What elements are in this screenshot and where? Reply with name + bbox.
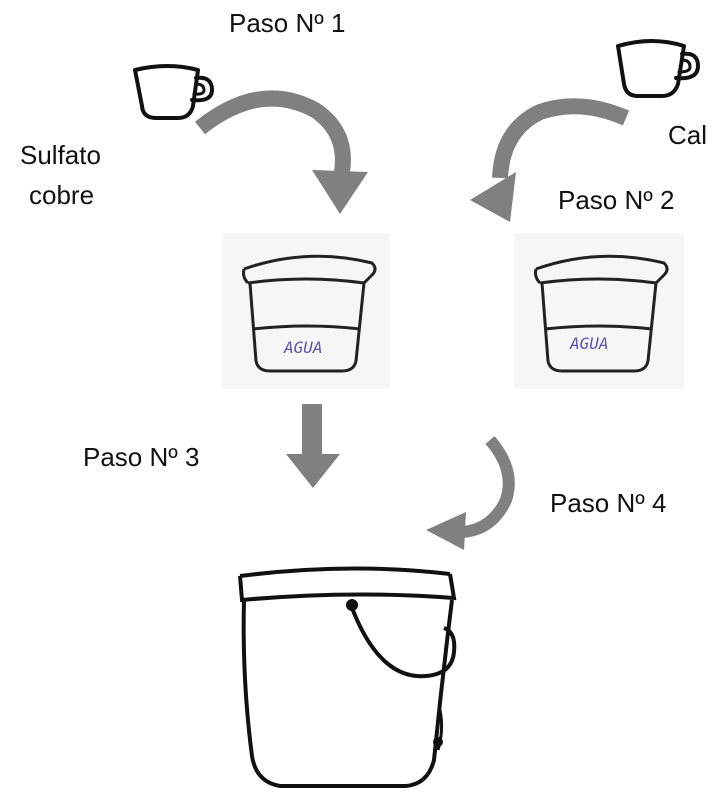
sulfato-label: Sulfato [20,140,101,170]
curved-arrow-icon [470,98,630,222]
cobre-label: cobre [29,180,95,210]
step-4-label: Paso Nº 4 [550,488,667,518]
jar-water-label: AGUA [569,334,609,353]
jar-icon: AGUA [534,254,669,373]
bucket-icon [238,566,457,788]
cal-label: Cal [668,120,708,150]
step-2-label: Paso Nº 2 [558,185,675,215]
cup-icon [133,64,215,120]
step-3-label: Paso Nº 3 [83,442,200,472]
jar-panel-right [514,233,684,389]
curved-arrow-icon [426,436,515,550]
jar-water-label: AGUA [283,338,323,357]
jar-icon: AGUA [242,254,377,373]
step-1-label: Paso Nº 1 [229,8,346,38]
cup-icon [616,39,701,98]
curved-arrow-icon [195,90,368,214]
down-arrow-icon [286,404,340,488]
